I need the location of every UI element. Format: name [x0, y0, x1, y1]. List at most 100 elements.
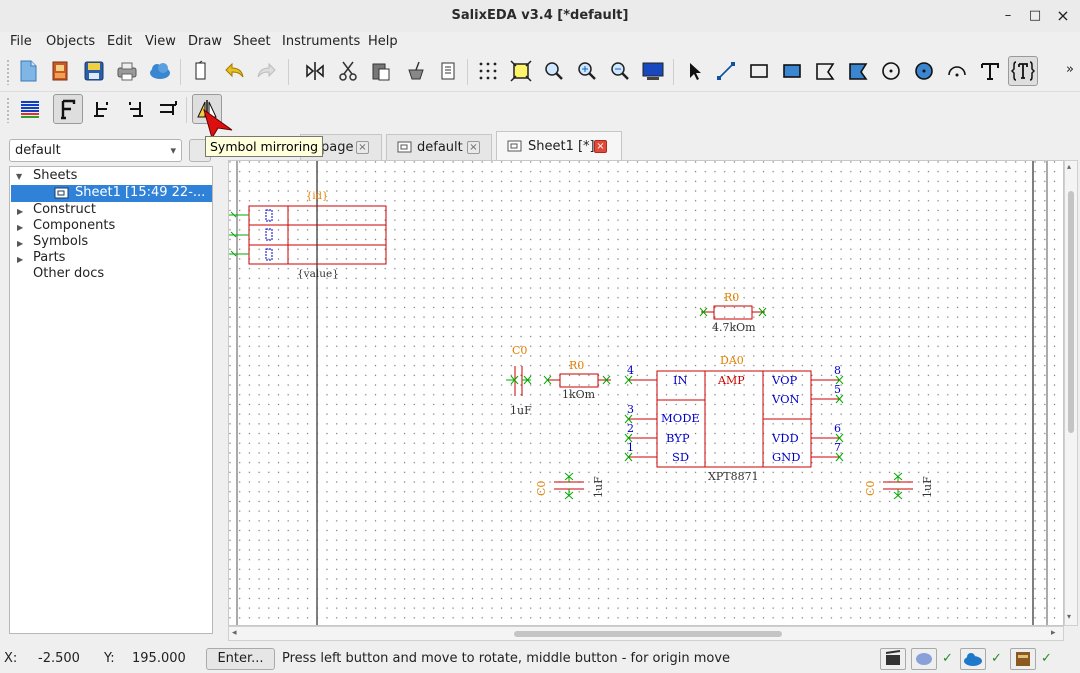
expanded-arrow-icon[interactable]: ▼ [16, 172, 23, 181]
project-combo[interactable]: default ▾ [9, 139, 182, 162]
draw-filled-polygon-icon[interactable] [845, 58, 871, 84]
horizontal-scroll-thumb[interactable] [514, 631, 782, 637]
enter-button[interactable]: Enter... [206, 648, 275, 670]
copy-page-icon[interactable] [188, 58, 214, 84]
status-cloud-icon[interactable] [960, 648, 986, 670]
tree-item-symbols[interactable]: Symbols [33, 234, 89, 249]
new-file-icon[interactable] [15, 58, 41, 84]
draw-polygon-icon[interactable] [812, 58, 838, 84]
scroll-right-icon[interactable]: ▸ [1051, 628, 1056, 638]
pin-num-7: 7 [834, 441, 841, 454]
align-bottom-icon[interactable] [155, 96, 181, 122]
toolbar-overflow-button[interactable]: » [1066, 62, 1074, 77]
collapsed-arrow-icon[interactable]: ▶ [17, 239, 24, 248]
schematic-canvas[interactable]: {id} {value} R0 4.7kOm C0 1uF R0 1kOm DA… [228, 160, 1064, 626]
tab-sheet1[interactable]: Sheet1 [*] × [496, 131, 622, 161]
close-icon[interactable]: × [356, 141, 369, 154]
close-icon[interactable]: × [594, 140, 607, 153]
undo-icon[interactable] [221, 58, 247, 84]
open-file-icon[interactable] [48, 58, 74, 84]
mouse-cursor-icon [203, 108, 233, 140]
monitor-icon[interactable] [640, 58, 666, 84]
amp-part-label: XPT8871 [708, 470, 759, 483]
zoom-window-icon[interactable] [541, 58, 567, 84]
vertical-scrollbar[interactable]: ▴ ▾ [1064, 160, 1078, 626]
draw-line-icon[interactable] [713, 58, 739, 84]
menu-edit[interactable]: Edit [107, 34, 133, 49]
resistor-r0-top[interactable]: R0 4.7kOm [699, 291, 767, 334]
select-arrow-icon[interactable] [681, 58, 707, 84]
block-value: {value} [297, 268, 339, 280]
status-film-icon[interactable] [880, 648, 906, 670]
resistor-r0-mid[interactable]: R0 1kOm [543, 359, 611, 401]
capacitor-c0-bottom-2[interactable]: C0 1uF [864, 472, 934, 500]
menu-view[interactable]: View [145, 34, 176, 49]
tree-item-other-docs[interactable]: Other docs [33, 266, 105, 281]
pin-num-8: 8 [834, 364, 841, 377]
draw-filled-circle-icon[interactable] [911, 58, 937, 84]
menu-draw[interactable]: Draw [188, 34, 222, 49]
collapsed-arrow-icon[interactable]: ▶ [17, 207, 24, 216]
pin-vop-label: VOP [771, 373, 798, 387]
cut-icon[interactable] [335, 58, 361, 84]
minimize-button[interactable]: – [1004, 8, 1012, 23]
tree-item-parts[interactable]: Parts [33, 250, 66, 265]
zoom-in-icon[interactable] [574, 58, 600, 84]
scroll-up-icon[interactable]: ▴ [1067, 162, 1072, 171]
maximize-button[interactable]: □ [1028, 8, 1042, 23]
field-text-icon[interactable] [1008, 56, 1038, 86]
tab-sheet1-label: Sheet1 [*] [528, 139, 595, 154]
menu-objects[interactable]: Objects [46, 34, 96, 49]
align-left-icon[interactable] [89, 96, 115, 122]
close-window-button[interactable]: × [1056, 6, 1070, 25]
redo-icon[interactable] [254, 58, 280, 84]
amp-name: DA0 [720, 354, 744, 367]
draw-circle-icon[interactable] [878, 58, 904, 84]
tree-item-construct[interactable]: Construct [33, 202, 96, 217]
scroll-left-icon[interactable]: ◂ [232, 628, 237, 638]
paste-icon[interactable] [368, 58, 394, 84]
schematic-svg[interactable]: {id} {value} R0 4.7kOm C0 1uF R0 1kOm DA… [229, 161, 1064, 626]
tab-default[interactable]: default × [386, 134, 492, 161]
tree-item-sheet1-row[interactable]: Sheet1 [15:49 22-... [11, 185, 212, 202]
zoom-fit-icon[interactable] [508, 58, 534, 84]
capacitor-c0-bottom-1[interactable]: C0 1uF [535, 472, 605, 500]
grid-icon[interactable] [475, 58, 501, 84]
vertical-scroll-thumb[interactable] [1068, 191, 1074, 433]
y-value: 195.000 [132, 651, 186, 666]
title-bar: SalixEDA v3.4 [*default] [0, 0, 1080, 32]
tree-item-components[interactable]: Components [33, 218, 116, 233]
status-monitor-icon[interactable] [911, 648, 937, 670]
capacitor-c0-left[interactable]: C0 1uF [506, 344, 532, 417]
title-block-symbol[interactable]: {id} {value} [229, 191, 387, 280]
properties-icon[interactable] [435, 58, 461, 84]
scroll-down-icon[interactable]: ▾ [1067, 612, 1072, 621]
pin-sd-label: SD [672, 450, 689, 464]
collapsed-arrow-icon[interactable]: ▶ [17, 223, 24, 232]
status-book-icon[interactable] [1010, 648, 1036, 670]
print-icon[interactable] [114, 58, 140, 84]
close-icon[interactable]: × [467, 141, 480, 154]
tree-item-sheets[interactable]: Sheets [33, 168, 78, 183]
horizontal-scrollbar[interactable]: ◂ ▸ [228, 626, 1064, 641]
font-normal-icon[interactable] [53, 94, 83, 124]
layers-icon[interactable] [17, 96, 43, 122]
menu-instruments[interactable]: Instruments [282, 34, 361, 49]
draw-filled-rect-icon[interactable] [779, 58, 805, 84]
align-right-icon[interactable] [122, 96, 148, 122]
tree-item-sheet1: Sheet1 [15:49 22-... [75, 185, 206, 200]
draw-rect-icon[interactable] [746, 58, 772, 84]
draw-arc-icon[interactable] [944, 58, 970, 84]
mirror-horizontal-icon[interactable] [302, 58, 328, 84]
draw-text-icon[interactable] [977, 58, 1003, 84]
zoom-out-icon[interactable] [607, 58, 633, 84]
pin-vdd-label: VDD [771, 431, 799, 445]
clean-icon[interactable] [403, 58, 429, 84]
menu-file[interactable]: File [10, 34, 32, 49]
cloud-icon[interactable] [147, 58, 173, 84]
amplifier-da0[interactable]: DA0 AMP IN MODE BYP SD VOP VON VDD GND 4… [624, 354, 844, 483]
collapsed-arrow-icon[interactable]: ▶ [17, 255, 24, 264]
menu-sheet[interactable]: Sheet [233, 34, 271, 49]
save-icon[interactable] [81, 58, 107, 84]
menu-help[interactable]: Help [368, 34, 398, 49]
